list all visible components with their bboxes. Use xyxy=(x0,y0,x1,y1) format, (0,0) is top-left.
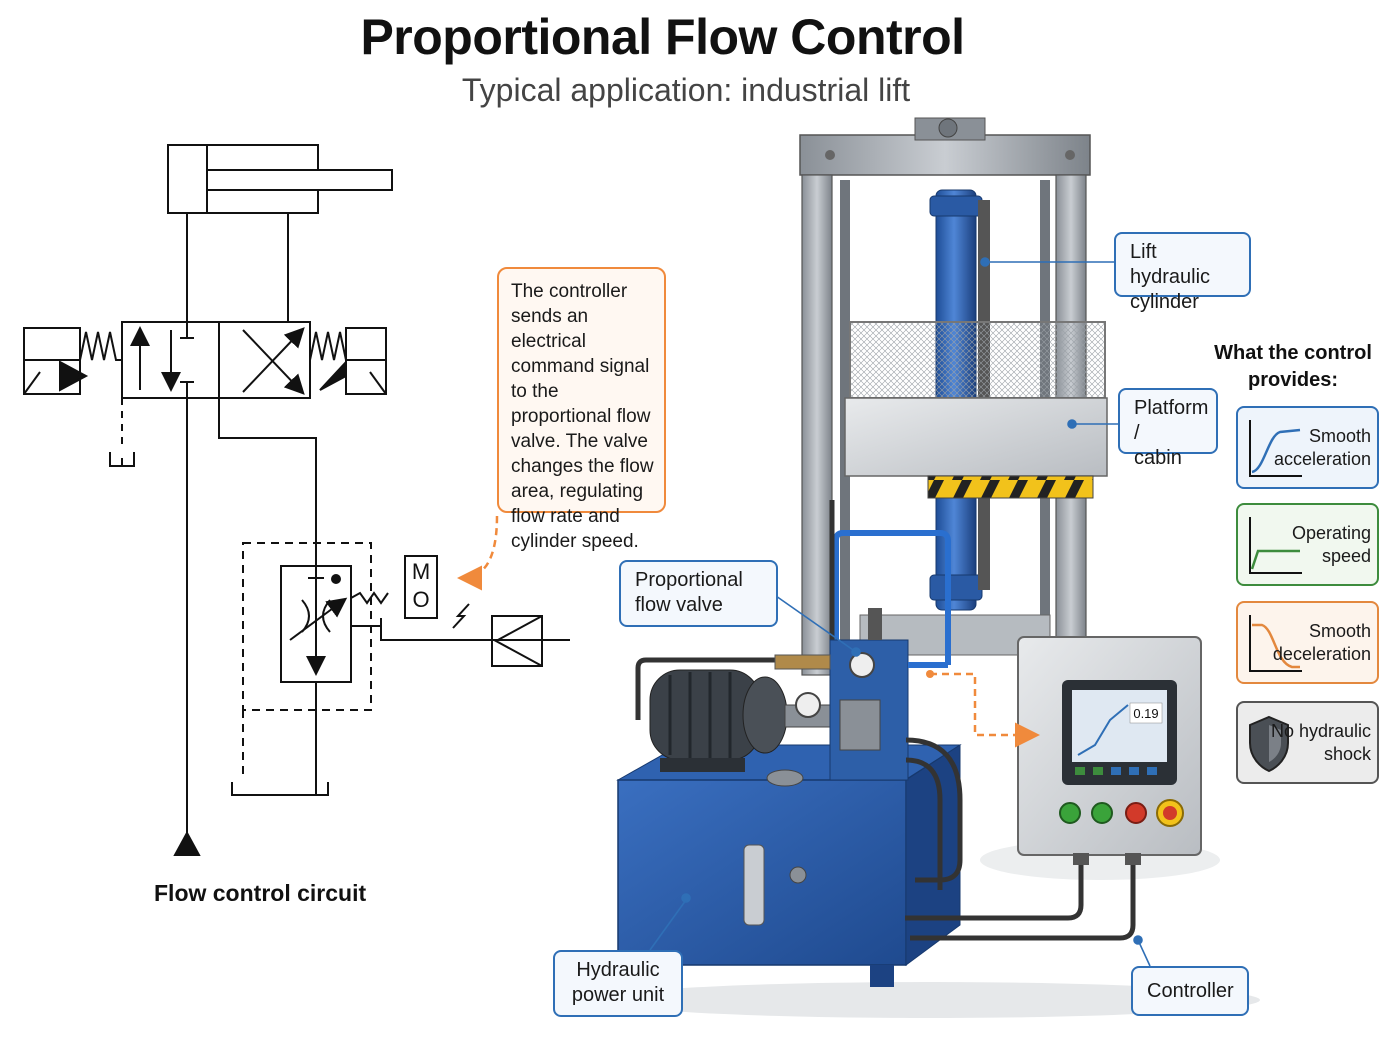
label-platform-line1: Platform / xyxy=(1134,397,1209,444)
benefit-card-acceleration-line2: acceleration xyxy=(1273,449,1371,469)
label-lift-cylinder: Lift hydraulic cylinder xyxy=(1114,232,1251,313)
proportional-valve-block xyxy=(774,608,963,890)
lift-platform xyxy=(844,321,1108,499)
benefit-card-no-shock-line2: shock xyxy=(1323,744,1371,764)
benefit-card-operating-speed-line1: Operating xyxy=(1291,523,1371,543)
acceleration-curve-icon xyxy=(1249,420,1302,477)
constant-speed-icon xyxy=(1249,517,1302,574)
lift-machine-illustration: 0.19 xyxy=(600,117,1260,1018)
label-proportional-valve-line2: flow valve xyxy=(635,594,723,616)
benefit-card-no-shock-line1: No hydraulic xyxy=(1270,721,1371,741)
benefit-card-deceleration-line2: deceleration xyxy=(1272,644,1371,664)
label-controller: Controller xyxy=(1131,966,1249,1016)
deceleration-curve-icon xyxy=(1249,615,1302,672)
label-power-unit-line1: Hydraulic xyxy=(576,959,660,981)
label-leaders xyxy=(649,257,1151,967)
schematic-directional-valve xyxy=(23,321,387,399)
schematic-m-letter: M xyxy=(412,559,430,584)
label-power-unit-line2: power unit xyxy=(571,984,665,1006)
electric-motor xyxy=(649,669,836,772)
schematic-o-letter: O xyxy=(412,587,429,612)
label-power-unit: Hydraulic power unit xyxy=(553,950,683,1017)
controller-cabinet: 0.19 xyxy=(905,636,1202,941)
benefit-card-no-shock: No hydraulic shock xyxy=(1236,701,1379,784)
provides-title: What the control provides: xyxy=(1212,340,1374,394)
benefit-card-deceleration: Smooth deceleration xyxy=(1236,601,1379,684)
label-lift-cylinder-line2: cylinder xyxy=(1130,291,1199,313)
shield-icon xyxy=(1249,715,1289,773)
label-platform: Platform / cabin xyxy=(1118,388,1218,469)
label-proportional-valve: Proportional flow valve xyxy=(619,560,778,627)
benefit-card-acceleration-line1: Smooth xyxy=(1308,426,1371,446)
circuit-caption: Flow control circuit xyxy=(154,880,367,906)
provides-title-line1: What the control xyxy=(1214,342,1372,364)
schematic-cylinder-symbol xyxy=(167,144,393,214)
label-platform-line2: cabin xyxy=(1134,447,1182,469)
benefit-card-operating-speed-line2: speed xyxy=(1321,546,1371,566)
label-lift-cylinder-line1: Lift hydraulic xyxy=(1130,241,1211,288)
benefit-card-operating-speed: Operating speed xyxy=(1236,503,1379,586)
benefit-card-deceleration-line1: Smooth xyxy=(1308,621,1371,641)
page-subtitle: Typical application: industrial lift xyxy=(461,72,911,108)
page-title: Proportional Flow Control xyxy=(360,9,965,65)
label-proportional-valve-line1: Proportional xyxy=(635,569,743,591)
flow-control-schematic xyxy=(23,144,570,856)
controller-explanation-callout: The controller sends an electrical comma… xyxy=(497,267,666,552)
hmi-display-value: 0.19 xyxy=(1133,706,1158,721)
provides-title-line2: provides: xyxy=(1247,369,1339,391)
schematic-proportional-flow-valve xyxy=(242,542,570,711)
benefit-card-acceleration: Smooth acceleration xyxy=(1236,406,1379,489)
